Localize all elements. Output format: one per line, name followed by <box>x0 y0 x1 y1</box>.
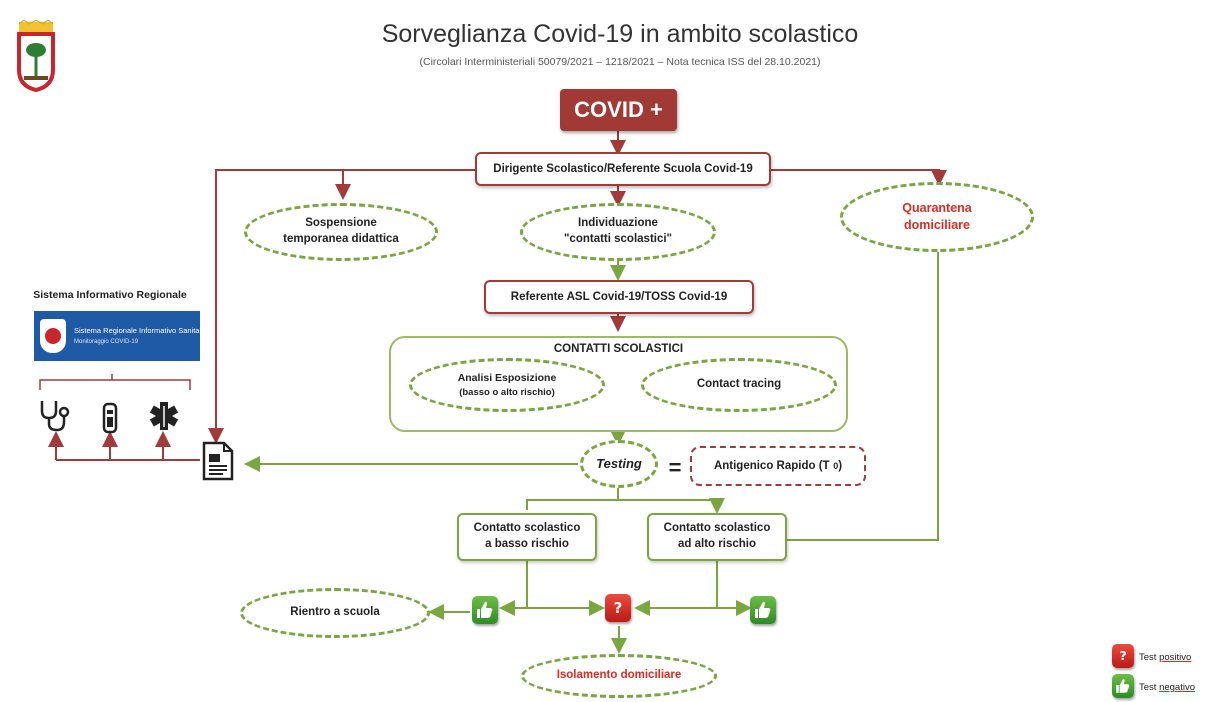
sir-logo: Sistema Regionale Informativo Sanitario … <box>34 311 208 361</box>
legend-positive-label: Test positivo <box>1139 652 1192 663</box>
contatti-scolastici-title: CONTATTI SCOLASTICI <box>553 343 684 355</box>
covid-positive-box: COVID + <box>560 89 677 131</box>
individuazione-ellipse: Individuazione"contatti scolastici" <box>520 203 716 261</box>
equals-sign: = <box>668 455 682 480</box>
regione-puglia-crest-icon <box>16 19 56 93</box>
document-icon <box>201 441 235 481</box>
svg-text:?: ? <box>1119 648 1126 663</box>
analisi-esposizione-ellipse: Analisi Esposizione(basso o alto rischio… <box>409 358 605 412</box>
test-negative-icon <box>472 596 498 624</box>
dirigente-box: Dirigente Scolastico/Referente Scuola Co… <box>475 152 771 186</box>
sir-title: Sistema Informativo Regionale <box>33 289 187 301</box>
legend-negative-label: Test negativo <box>1139 682 1195 693</box>
referente-asl-box: Referente ASL Covid-19/TOSS Covid-19 <box>484 280 754 314</box>
page-subtitle: (Circolari Interministeriali 50079/2021 … <box>419 56 821 68</box>
svg-text:?: ? <box>614 599 623 617</box>
sir-seal-icon <box>40 319 66 353</box>
test-positive-icon: ? <box>605 594 631 622</box>
test-tube-icon <box>100 402 120 434</box>
sir-logo-sub: Monitoraggio COVID-19 <box>74 339 139 345</box>
stethoscope-icon <box>38 398 72 434</box>
legend-positive-icon: ? <box>1112 644 1134 668</box>
legend-negative-icon <box>1112 674 1134 698</box>
test-negative-icon <box>750 596 776 624</box>
antigenico-box: Antigenico Rapido (T 0) <box>690 446 866 486</box>
rientro-scuola-ellipse: Rientro a scuola <box>240 588 430 638</box>
sir-logo-name: Sistema Regionale Informativo Sanitario <box>74 326 208 335</box>
testing-ellipse: Testing <box>580 440 658 488</box>
star-of-life-icon <box>149 400 179 432</box>
contact-tracing-ellipse: Contact tracing <box>641 358 837 412</box>
isolamento-domiciliare-ellipse: Isolamento domiciliare <box>521 654 717 698</box>
page-title: Sorveglianza Covid-19 in ambito scolasti… <box>381 20 859 48</box>
